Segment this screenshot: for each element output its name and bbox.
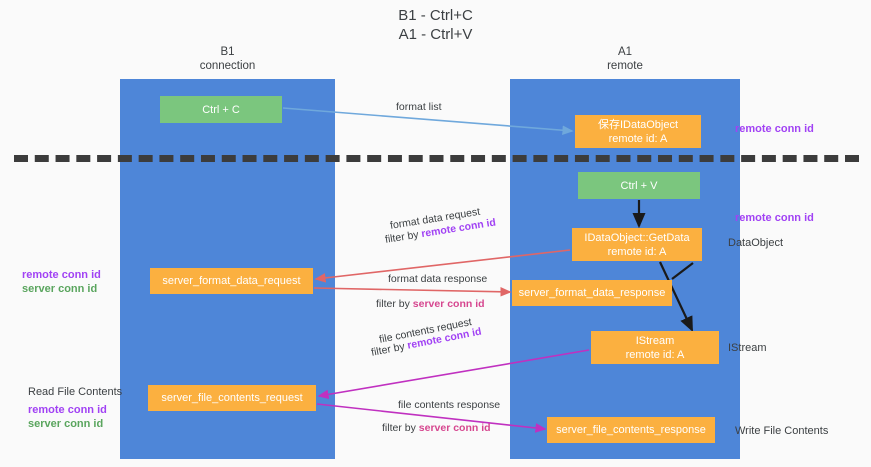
lane-header-b1-role: connection xyxy=(199,60,256,72)
box-server-file-contents-response[interactable]: server_file_contents_response xyxy=(547,417,715,443)
annotation-group-read-file-contents: Read File Contents remote conn id server… xyxy=(28,385,122,431)
annotation-left-remote-conn-id-1: remote conn id xyxy=(22,269,101,281)
filter-prefix-2: filter by xyxy=(376,298,413,310)
edge-getdata-to-istream xyxy=(659,261,693,332)
box-server-format-data-response[interactable]: server_format_data_response xyxy=(512,280,672,306)
box-data-object[interactable]: 保存IDataObject remote id: A xyxy=(575,115,701,148)
annotation-read-file-contents: Read File Contents xyxy=(28,386,123,398)
annotation-remote-conn-id-mid: remote conn id xyxy=(735,212,814,224)
box-get-data-sub: remote id: A xyxy=(607,245,667,258)
title-line-2: A1 - Ctrl+V xyxy=(398,26,473,43)
lane-header-b1: B1 connection xyxy=(120,45,335,73)
phase-divider xyxy=(14,155,859,162)
box-ctrl-v-label: Ctrl + V xyxy=(620,179,658,192)
edge-label-format-data-response-filter: filter by server conn id xyxy=(376,297,485,311)
box-server-file-contents-request[interactable]: server_file_contents_request xyxy=(148,385,316,411)
title-line-1: B1 - Ctrl+C xyxy=(398,7,473,24)
edge-label-format-data-response: format data response xyxy=(388,273,488,285)
edge-label-file-contents-response-filter: filter by server conn id xyxy=(382,421,491,435)
edge-format-list xyxy=(282,107,574,136)
annotation-left-server-conn-id-1: server conn id xyxy=(22,283,98,295)
box-get-data-label: IDataObject::GetData xyxy=(584,231,690,244)
filter-key-4: server conn id xyxy=(418,422,491,434)
annotation-remote-conn-id-top: remote conn id xyxy=(735,123,814,135)
lane-header-a1-name: A1 xyxy=(617,46,633,58)
edge-label-file-contents-response: file contents response xyxy=(398,399,501,411)
annotation-istream: IStream xyxy=(728,342,767,354)
box-get-data[interactable]: IDataObject::GetData remote id: A xyxy=(572,228,702,261)
edge-label-format-list: format list xyxy=(396,101,442,113)
box-data-object-label: 保存IDataObject xyxy=(597,118,679,131)
box-server-format-data-request-label: server_format_data_request xyxy=(162,275,301,287)
box-server-file-contents-response-label: server_file_contents_response xyxy=(556,424,706,436)
box-ctrl-v[interactable]: Ctrl + V xyxy=(578,172,700,199)
annotation-left-server-conn-id-2: server conn id xyxy=(28,418,104,430)
annotation-group-conn-ids-top: remote conn id server conn id xyxy=(22,268,101,296)
edge-format-data-response xyxy=(313,287,512,297)
box-data-object-sub: remote id: A xyxy=(608,132,668,145)
edge-file-contents-request xyxy=(317,349,590,400)
box-istream-sub: remote id: A xyxy=(625,348,685,361)
box-istream[interactable]: IStream remote id: A xyxy=(591,331,719,364)
box-istream-label: IStream xyxy=(635,334,675,347)
lane-header-b1-name: B1 xyxy=(220,46,235,58)
annotation-left-remote-conn-id-2: remote conn id xyxy=(28,404,107,416)
box-server-format-data-response-label: server_format_data_response xyxy=(518,287,666,299)
box-ctrl-c-label: Ctrl + C xyxy=(202,103,240,116)
annotation-dataobject: DataObject xyxy=(728,237,784,249)
box-ctrl-c[interactable]: Ctrl + C xyxy=(160,96,282,123)
filter-key-2: server conn id xyxy=(412,298,485,310)
lane-header-a1-role: remote xyxy=(607,60,643,72)
edge-format-data-request xyxy=(314,249,571,283)
annotation-write-file-contents: Write File Contents xyxy=(735,425,829,437)
filter-prefix-4: filter by xyxy=(382,422,419,434)
diagram-title: B1 - Ctrl+C A1 - Ctrl+V xyxy=(0,6,871,44)
edge-file-contents-response xyxy=(316,403,547,433)
edge-response-to-getdata xyxy=(671,262,694,280)
box-server-format-data-request[interactable]: server_format_data_request xyxy=(150,268,313,294)
box-server-file-contents-request-label: server_file_contents_request xyxy=(161,392,303,404)
lane-header-a1: A1 remote xyxy=(510,45,740,73)
